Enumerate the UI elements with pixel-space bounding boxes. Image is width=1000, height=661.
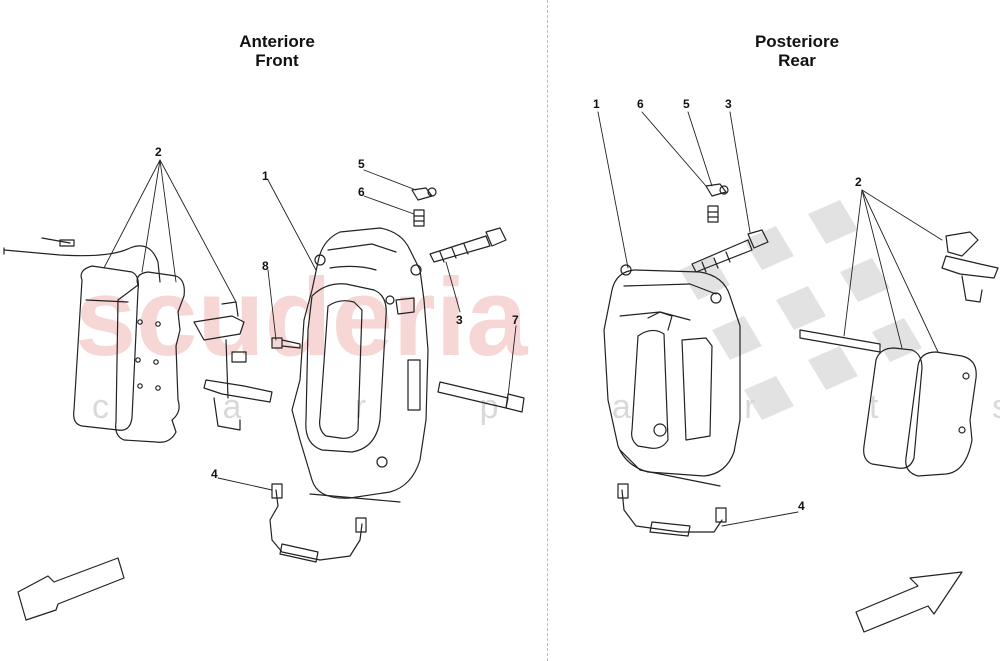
front-callout-6: 6 (358, 185, 365, 199)
rear-direction-arrow (855, 571, 963, 633)
front-bleeder-cap (411, 187, 437, 201)
front-caliper-bolt-7 (437, 381, 525, 413)
rear-brake-pad-outer (905, 351, 977, 477)
front-section-title: Anteriore Front (177, 32, 377, 70)
rear-pad-pin (799, 329, 881, 353)
front-title-italian: Anteriore (239, 32, 315, 51)
rear-pad-retaining-spring (941, 231, 999, 303)
front-wear-sensor-wire (3, 237, 161, 283)
rear-brake-pad-inner (863, 347, 923, 469)
rear-callout-numbers: 1 6 5 3 2 4 (593, 97, 862, 513)
rear-brake-caliper (603, 264, 741, 477)
rear-callout-2: 2 (855, 175, 862, 189)
front-callout-7: 7 (512, 313, 519, 327)
front-callout-3: 3 (456, 313, 463, 327)
rear-title-english: Rear (778, 51, 816, 70)
front-callout-4: 4 (211, 467, 218, 481)
rear-section-title: Posteriore Rear (697, 32, 897, 70)
front-direction-arrow (17, 557, 125, 621)
front-callout-2: 2 (155, 145, 162, 159)
rear-title-italian: Posteriore (754, 32, 840, 51)
front-brake-pipe (269, 483, 401, 563)
section-divider (547, 0, 548, 661)
rear-callout-leaders (597, 111, 943, 527)
rear-brake-pipe (617, 449, 727, 537)
rear-callout-6: 6 (637, 97, 644, 111)
front-callout-5: 5 (358, 157, 365, 171)
front-brake-pad-inner (73, 265, 139, 431)
rear-callout-5: 5 (683, 97, 690, 111)
rear-callout-4: 4 (798, 499, 805, 513)
front-title-english: Front (255, 51, 299, 70)
rear-caliper-bolt-long (691, 229, 769, 273)
front-callout-1: 1 (262, 169, 269, 183)
checkered-flag-watermark (680, 200, 922, 420)
front-caliper-screw-8 (271, 337, 301, 349)
front-callout-8: 8 (262, 259, 269, 273)
front-caliper-bolt-long (429, 227, 507, 263)
front-brake-caliper (291, 227, 429, 499)
rear-bleeder-cap (705, 183, 729, 197)
front-brake-pad-outer (115, 271, 185, 443)
front-callout-numbers: 2 1 5 6 8 3 7 4 (155, 145, 519, 481)
rear-callout-3: 3 (725, 97, 732, 111)
front-bleeder-screw (413, 209, 425, 227)
rear-bleeder-screw (707, 205, 719, 223)
rear-callout-1: 1 (593, 97, 600, 111)
watermark-sub-text: c a r p a r t s (92, 388, 1000, 426)
front-callout-leaders (103, 159, 517, 491)
